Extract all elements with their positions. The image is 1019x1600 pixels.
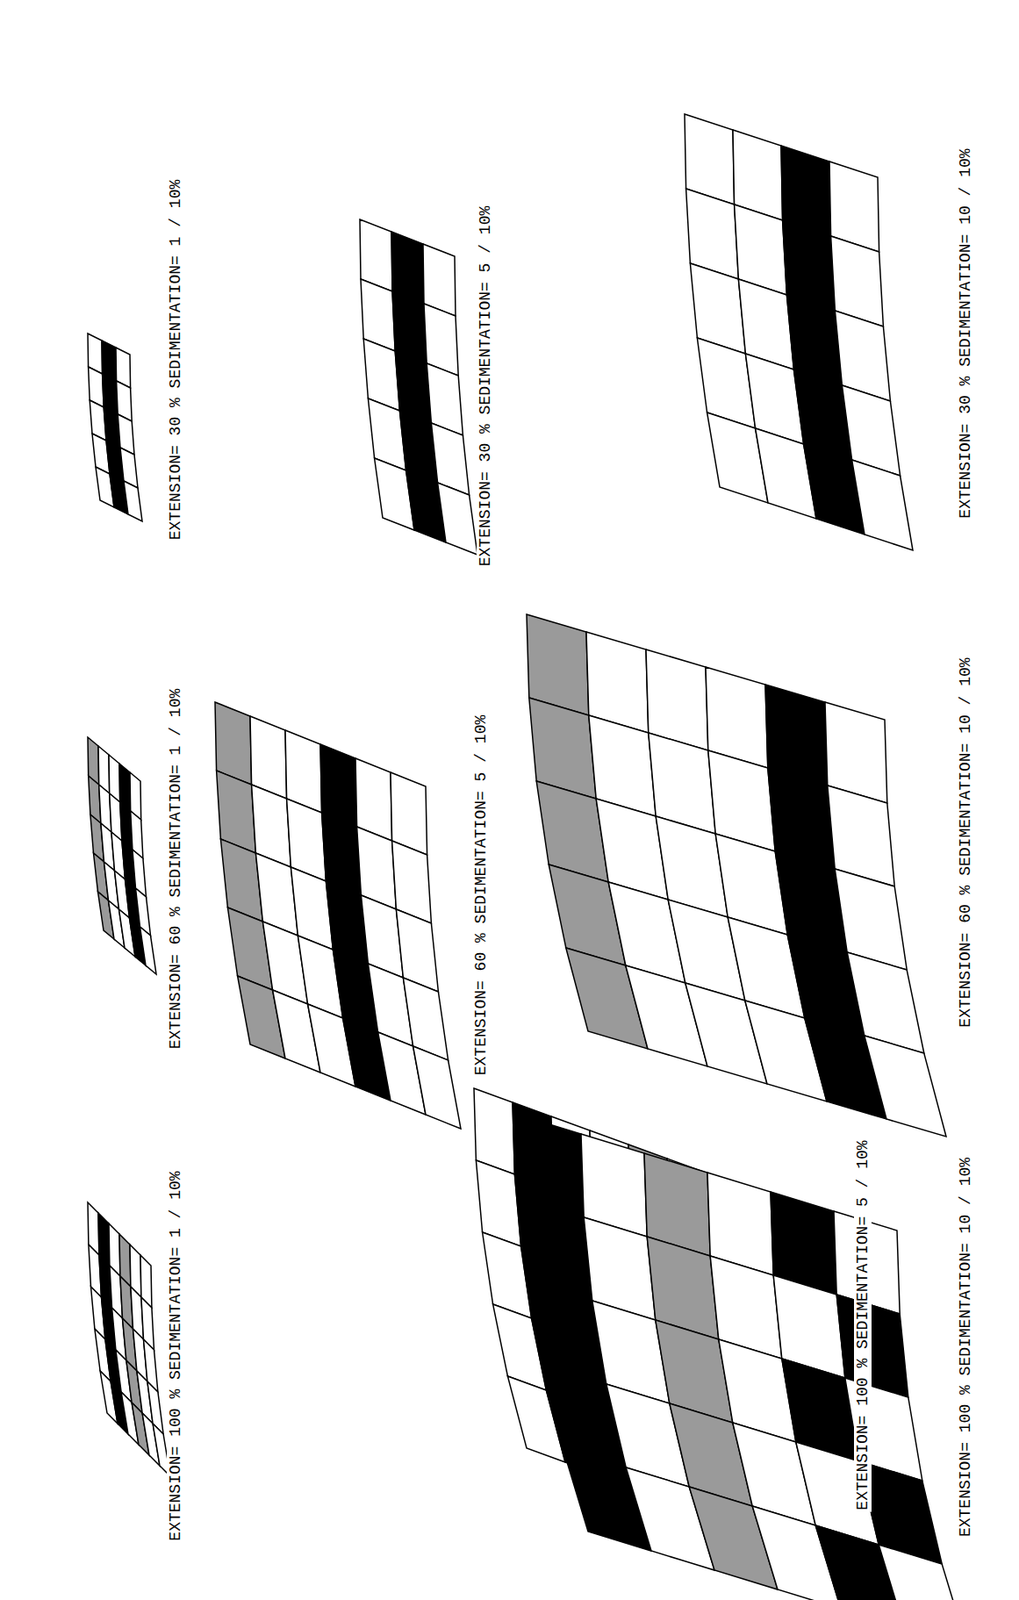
grid-cell [140, 926, 158, 975]
plot-label: EXTENSION= 60 % SEDIMENTATION= 1 / 10% [166, 687, 185, 1051]
grid-cell [841, 385, 900, 476]
plot-label: EXTENSION= 100 % SEDIMENTATION= 10 / 10% [956, 1155, 975, 1539]
grid-cell [430, 423, 469, 496]
grid-cell [413, 1046, 461, 1129]
plot-label: EXTENSION= 30 % SEDIMENTATION= 5 / 10% [476, 204, 495, 568]
grid-drawing [526, 614, 947, 1137]
plot-label: EXTENSION= 30 % SEDIMENTATION= 10 / 10% [956, 146, 975, 520]
grid-cell [402, 977, 448, 1061]
plot-label: EXTENSION= 100 % SEDIMENTATION= 5 / 10% [853, 1138, 872, 1512]
grid-cell [852, 459, 913, 551]
grid-drawing [684, 114, 913, 551]
grid-cell [437, 482, 478, 555]
grid-drawing [359, 219, 478, 555]
grid-cell [878, 1544, 968, 1600]
grid-cell [864, 1035, 947, 1137]
grid-cell [123, 480, 143, 522]
grid-cell [132, 849, 147, 898]
grid-cell [395, 909, 438, 992]
grid-cell [120, 447, 138, 488]
grid-drawing [517, 1114, 968, 1600]
grid-drawing [87, 737, 157, 975]
plot-label: EXTENSION= 30 % SEDIMENTATION= 1 / 10% [166, 178, 185, 542]
grid-cell [846, 952, 925, 1054]
plot-label: EXTENSION= 60 % SEDIMENTATION= 5 / 10% [472, 713, 490, 1077]
grid-drawing [87, 333, 143, 522]
plot-label: EXTENSION= 100 % SEDIMENTATION= 1 / 10% [166, 1169, 185, 1543]
grid-cell [834, 868, 907, 970]
grid-cell [136, 888, 151, 936]
grid-drawing [215, 702, 461, 1129]
plot-label: EXTENSION= 60 % SEDIMENTATION= 10 / 10% [956, 655, 975, 1029]
grid-drawing [87, 1202, 171, 1477]
